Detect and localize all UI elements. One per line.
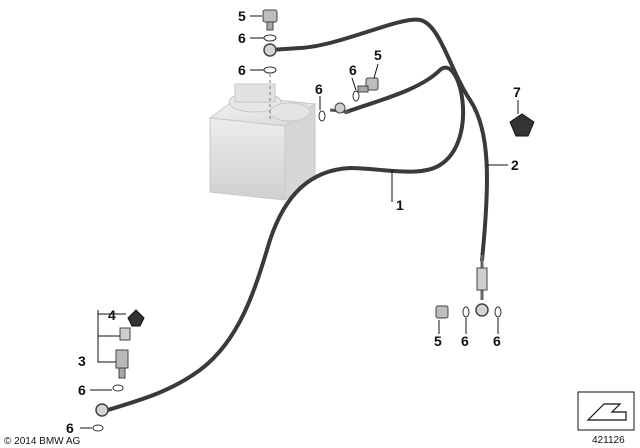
copyright-text: © 2014 BMW AG bbox=[4, 436, 81, 447]
callout-7: 7 bbox=[513, 84, 521, 100]
banjo-bolt-right bbox=[435, 305, 449, 319]
callout-6-left-a: 6 bbox=[78, 382, 86, 398]
callout-2: 2 bbox=[511, 157, 519, 173]
callout-6-top-a: 6 bbox=[238, 30, 246, 46]
callout-5-top: 5 bbox=[238, 8, 246, 24]
leader-lines bbox=[80, 15, 519, 429]
brake-line-1 bbox=[95, 65, 465, 417]
callout-6-mid-a: 6 bbox=[315, 81, 323, 97]
callout-5-mid: 5 bbox=[374, 47, 382, 63]
callout-6-top-b: 6 bbox=[238, 62, 246, 78]
washer-mid-a bbox=[352, 90, 360, 102]
washer-top-b bbox=[263, 66, 277, 74]
washer-top-a bbox=[263, 34, 277, 42]
washer-left-b bbox=[92, 424, 104, 432]
callout-6-mid-b: 6 bbox=[349, 62, 357, 78]
bleed-valve-left bbox=[115, 309, 145, 379]
callout-4: 4 bbox=[108, 307, 116, 323]
callout-6-right-b: 6 bbox=[493, 333, 501, 349]
callout-3: 3 bbox=[78, 353, 86, 369]
washer-mid-b bbox=[318, 110, 326, 122]
abs-unit bbox=[208, 83, 317, 201]
callout-5-right: 5 bbox=[434, 333, 442, 349]
washer-left-a bbox=[112, 384, 124, 392]
diagram-id: 421126 bbox=[592, 435, 625, 446]
banjo-bolt-mid bbox=[357, 77, 379, 93]
washer-right-a bbox=[462, 306, 470, 318]
orientation-arrow-icon bbox=[577, 391, 635, 431]
banjo-bolt-top bbox=[262, 9, 278, 31]
callout-1: 1 bbox=[396, 197, 404, 213]
callout-6-left-b: 6 bbox=[66, 420, 74, 436]
bleed-cap-7 bbox=[509, 113, 535, 137]
washer-right-b bbox=[494, 306, 502, 318]
callout-6-right-a: 6 bbox=[461, 333, 469, 349]
brake-line-2 bbox=[263, 17, 489, 317]
